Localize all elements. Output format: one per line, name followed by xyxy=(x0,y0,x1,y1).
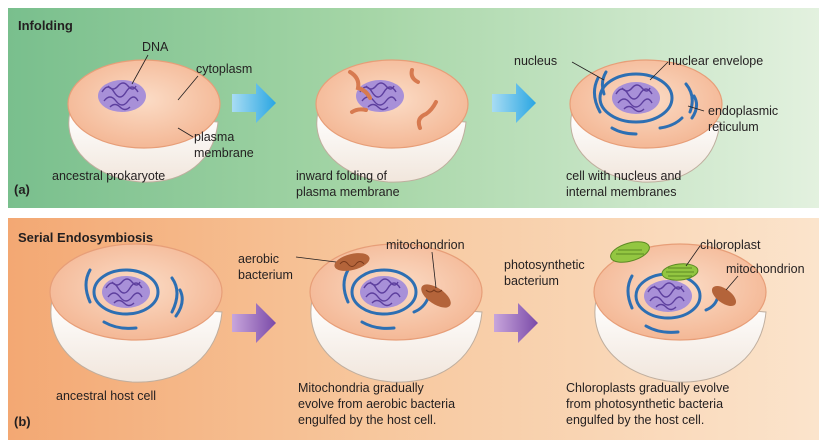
label-mitochondrion-2: mitochondrion xyxy=(726,262,805,276)
label-endoplasmic-reticulum-1: endoplasmic xyxy=(708,104,779,118)
arrow-b1 xyxy=(232,303,276,343)
caption-b3-line2: from photosynthetic bacteria xyxy=(566,397,724,411)
caption-b3-line3: engulfed by the host cell. xyxy=(566,413,705,427)
arrow-b2 xyxy=(494,303,538,343)
label-plasma-membrane-1: plasma xyxy=(194,130,235,144)
arrow-a2 xyxy=(492,83,536,123)
panel-a-tag: (a) xyxy=(14,182,30,197)
label-chloroplast: chloroplast xyxy=(700,238,761,252)
nucleated-cell xyxy=(569,59,723,183)
chloroplast-cell xyxy=(593,241,767,383)
arrow-a1 xyxy=(232,83,276,123)
ancestral-host-cell xyxy=(49,243,223,383)
panel-b-title: Serial Endosymbiosis xyxy=(18,230,154,245)
panel-a-title: Infolding xyxy=(18,18,73,33)
caption-b2-line2: evolve from aerobic bacteria xyxy=(298,397,456,411)
caption-b1: ancestral host cell xyxy=(56,389,157,403)
label-aerobic-bacterium-1: aerobic xyxy=(238,252,279,266)
label-endoplasmic-reticulum-2: reticulum xyxy=(708,120,759,134)
ancestral-prokaryote-cell xyxy=(67,54,221,183)
caption-a2-line2: plasma membrane xyxy=(296,185,400,199)
label-photosynthetic-bacterium-1: photosynthetic xyxy=(504,258,585,272)
caption-b3-line1: Chloroplasts gradually evolve xyxy=(566,381,730,395)
label-photosynthetic-bacterium-2: bacterium xyxy=(504,274,559,288)
caption-b2-line3: engulfed by the host cell. xyxy=(298,413,437,427)
caption-a1: ancestral prokaryote xyxy=(52,169,166,183)
panel-b-tag: (b) xyxy=(14,414,31,429)
label-nucleus: nucleus xyxy=(514,54,558,68)
label-dna: DNA xyxy=(142,40,169,54)
caption-a3-line2: internal membranes xyxy=(566,185,677,199)
label-cytoplasm: cytoplasm xyxy=(196,62,253,76)
caption-a2-line1: inward folding of xyxy=(296,169,388,183)
label-aerobic-bacterium-2: bacterium xyxy=(238,268,293,282)
caption-a3-line1: cell with nucleus and xyxy=(566,169,682,183)
mitochondria-cell xyxy=(295,243,483,383)
caption-b2-line1: Mitochondria gradually xyxy=(298,381,424,395)
infolding-cell xyxy=(315,59,469,183)
label-mitochondrion-1: mitochondrion xyxy=(386,238,465,252)
label-plasma-membrane-2: membrane xyxy=(194,146,254,160)
label-nuclear-envelope: nuclear envelope xyxy=(668,54,764,68)
